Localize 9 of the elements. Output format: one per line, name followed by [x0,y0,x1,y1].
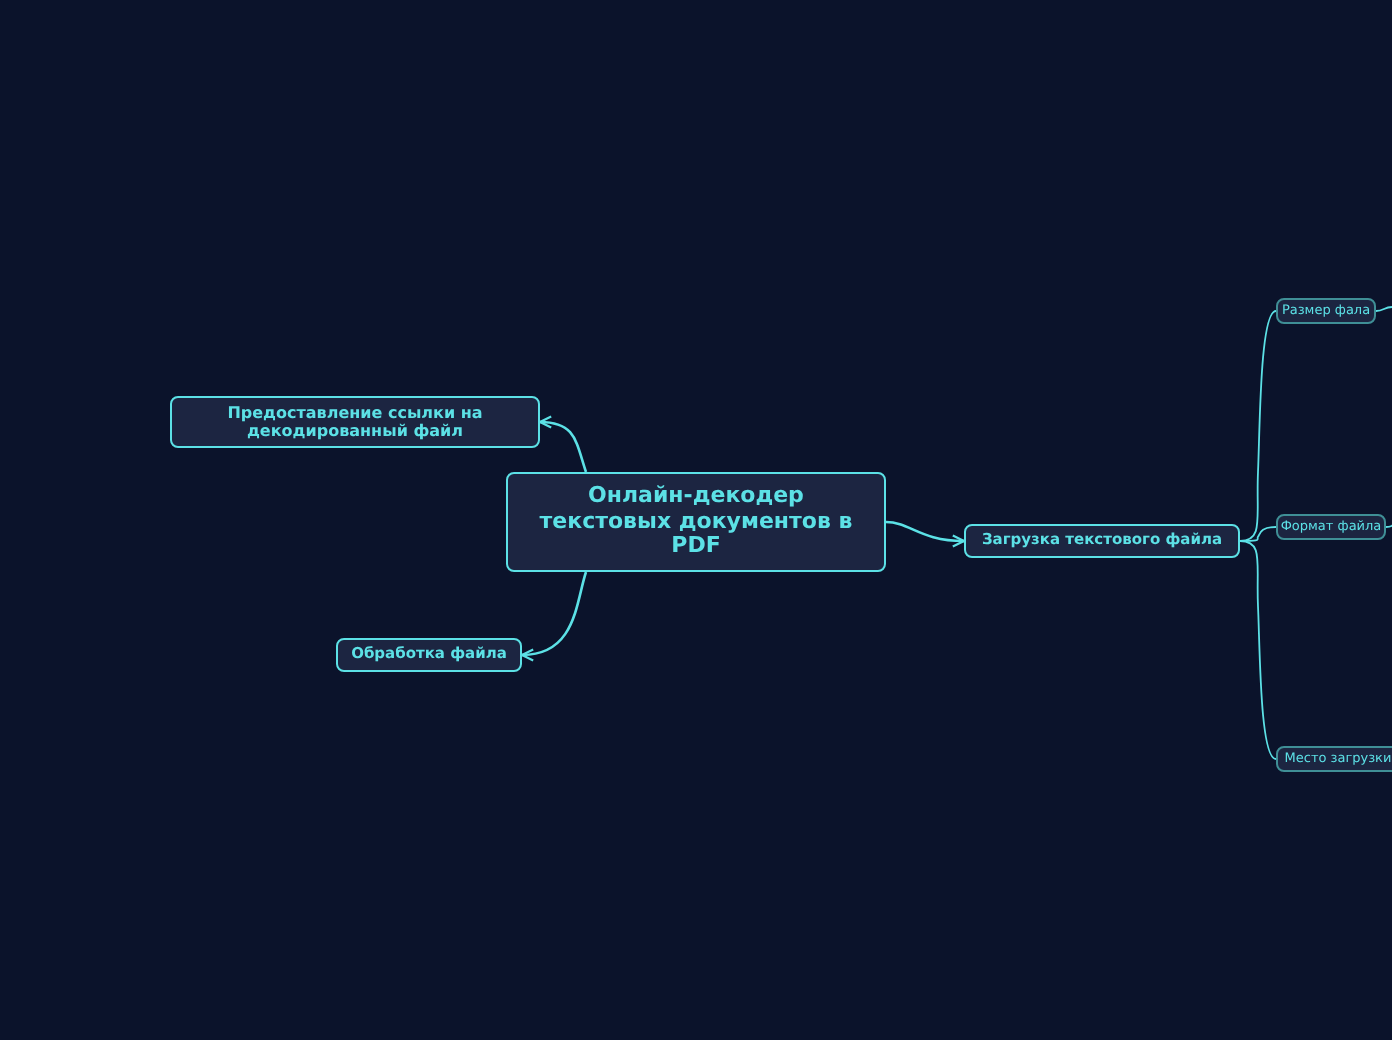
connector [1239,540,1277,760]
topic-box: Предоставление ссылки на декодированный файл [170,396,540,448]
connector [520,571,588,661]
connector [885,520,966,548]
connector [1239,310,1277,542]
central-topic-box: Онлайн-декодер текстовых документов в PDF [506,472,886,572]
connector [1239,526,1277,542]
connector [538,415,588,473]
connector [1375,306,1392,312]
